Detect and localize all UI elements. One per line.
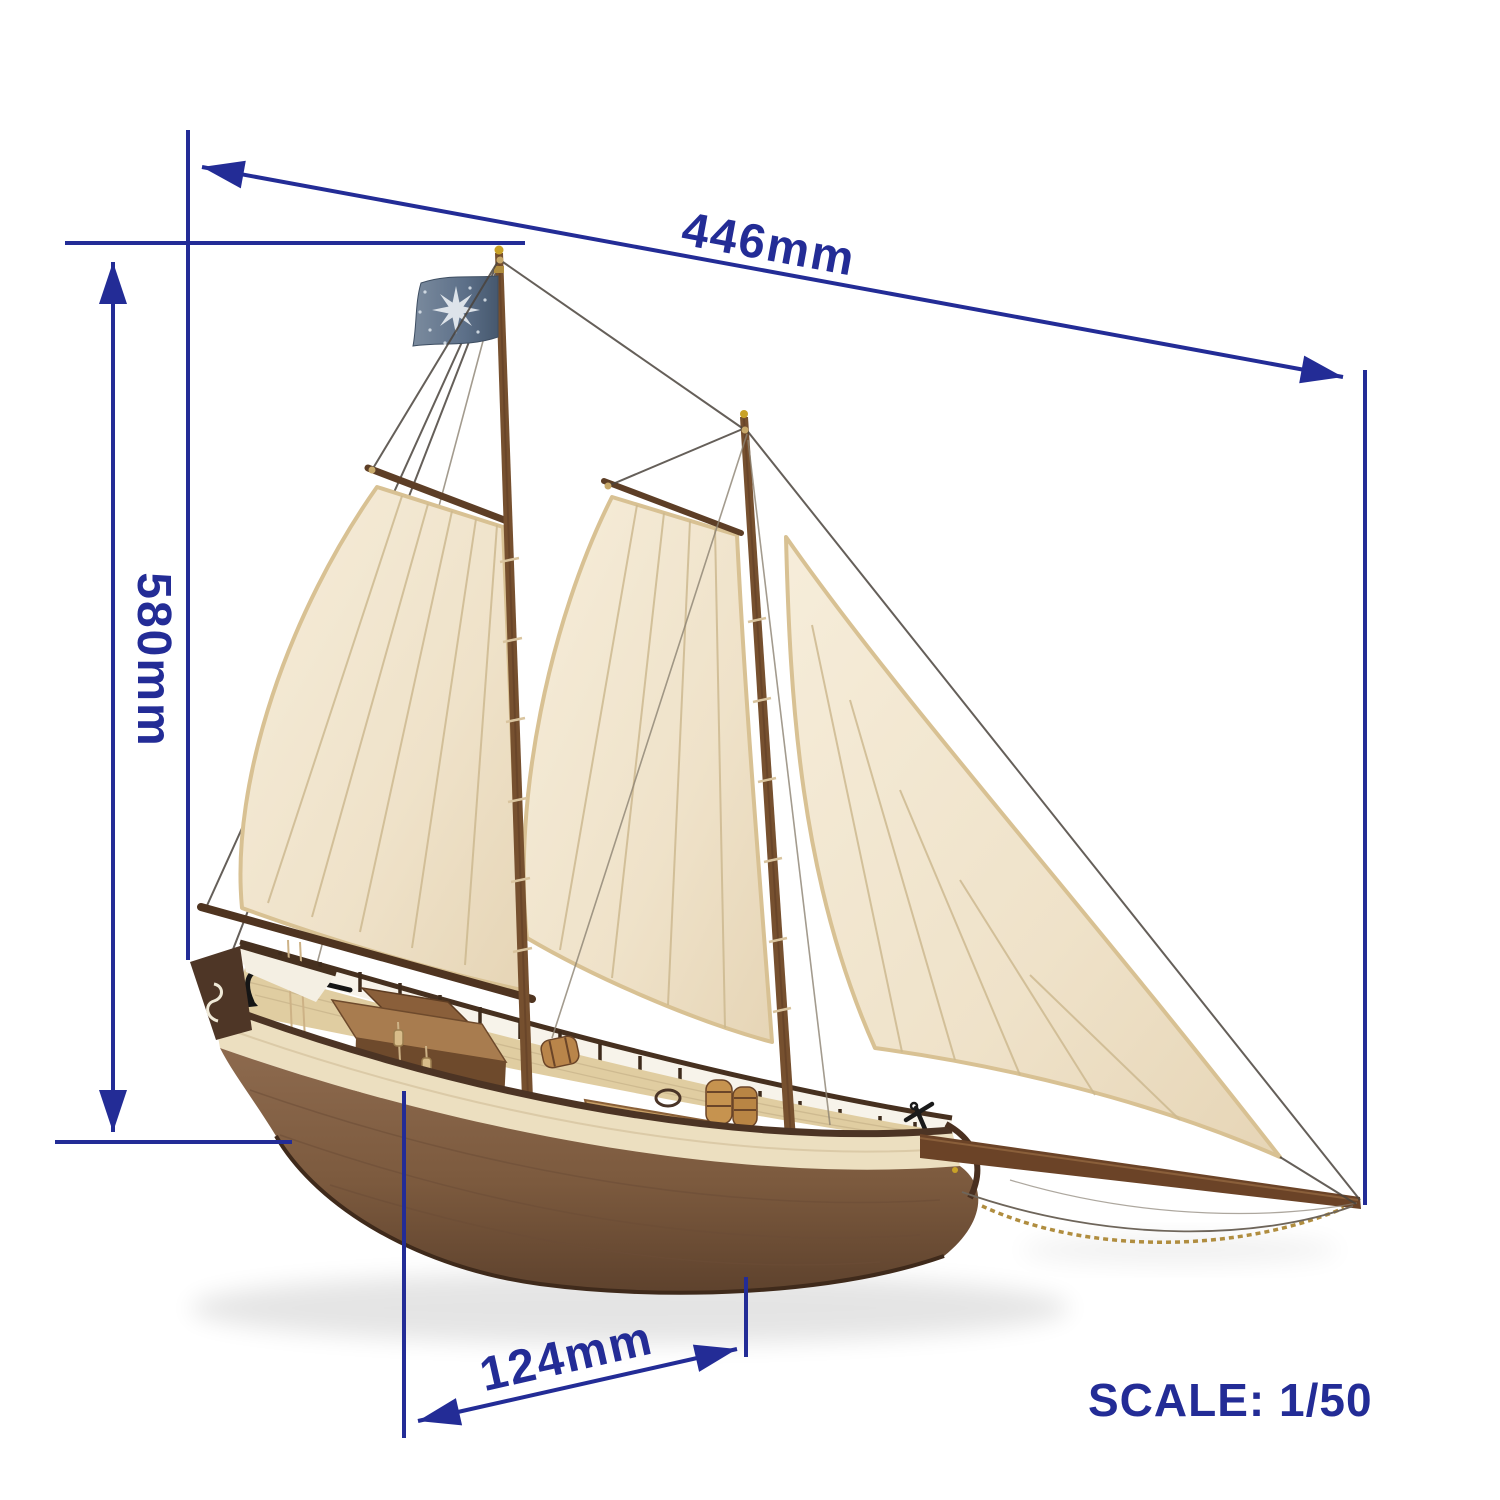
hull — [220, 1048, 979, 1295]
flag-stars — [418, 286, 487, 345]
anchor-chain — [981, 1204, 1345, 1244]
deck-barrels — [540, 1035, 758, 1128]
jib-seams — [811, 624, 1181, 1121]
mainmast — [494, 245, 533, 1100]
jib-sail — [784, 535, 1282, 1159]
mainmast-hoops — [499, 556, 533, 954]
arrowhead — [99, 1090, 127, 1132]
bowsprit-shadow — [1020, 1236, 1340, 1264]
arrowhead — [99, 262, 127, 304]
bobstay — [961, 1191, 1354, 1233]
foresail-seams — [559, 504, 726, 1029]
ship-illustration — [190, 245, 1361, 1344]
arrowhead — [202, 160, 246, 189]
mainsail — [238, 485, 524, 992]
mainmast-finial — [494, 245, 504, 255]
rope-coil — [654, 1088, 682, 1108]
stern-transom — [190, 943, 337, 1040]
ship-shadow — [190, 1272, 1070, 1344]
foremast — [740, 410, 797, 1155]
bulwark-band — [210, 998, 960, 1171]
length-dimension-label: 446mm — [678, 203, 860, 287]
arrowhead — [1299, 355, 1343, 384]
arrowhead — [692, 1344, 737, 1372]
foremast-hoops — [747, 616, 792, 1014]
arrowhead — [418, 1398, 463, 1426]
mainsail-seams — [267, 495, 498, 966]
length-dimension: 446mm — [201, 160, 1344, 384]
height-dimension-label: 580mm — [127, 572, 180, 747]
caprail — [210, 998, 953, 1138]
stern-ornament — [206, 982, 223, 1023]
bowsprit — [919, 1134, 1361, 1209]
main-gaff-spar — [364, 464, 511, 525]
foresail — [521, 495, 774, 1044]
height-dimension: 580mm — [99, 262, 180, 1132]
compass-flag — [412, 266, 504, 347]
foremast-finial — [740, 410, 748, 418]
rigging-fore — [368, 256, 1361, 1205]
main-boom-spar — [197, 903, 536, 1003]
keel-edge — [274, 1134, 945, 1295]
scale-label: SCALE: 1/50 — [1088, 1374, 1373, 1426]
